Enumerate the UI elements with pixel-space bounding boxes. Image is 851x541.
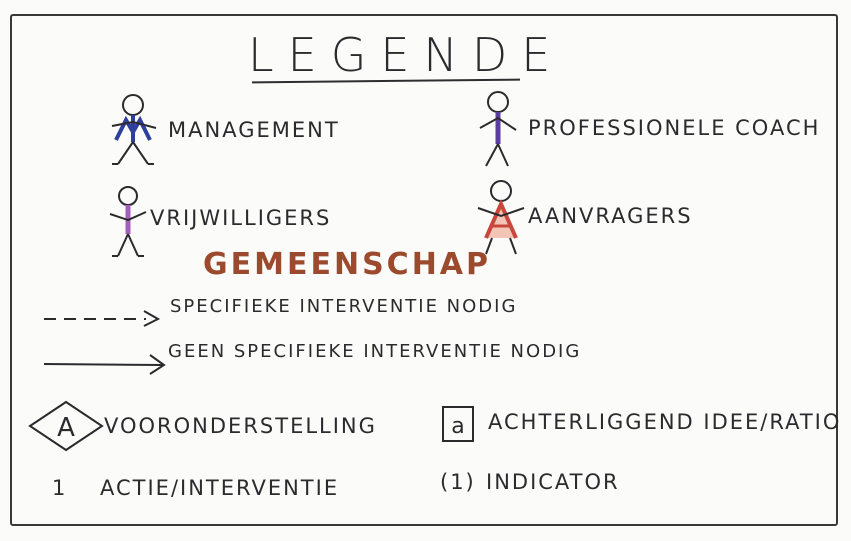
action-marker: 1 <box>52 476 68 500</box>
indicator-marker: (1) <box>440 470 476 494</box>
stick-figure-coach-icon <box>470 88 526 174</box>
actor-label-applicants: AANVRAGERS <box>528 204 693 228</box>
community-label: GEMEENSCHAP <box>203 247 491 282</box>
actor-label-management: MANAGEMENT <box>168 118 340 142</box>
stick-figure-volunteer-icon <box>104 184 154 266</box>
legend-title: LEGENDE <box>248 28 565 82</box>
arrow-label-no-specific: GEEN SPECIFIEKE INTERVENTIE NODIG <box>168 341 582 362</box>
symbol-label-indicator: INDICATOR <box>486 470 620 494</box>
dashed-arrow-icon <box>42 305 164 333</box>
stick-figure-applicant-icon <box>474 178 528 260</box>
diamond-icon: A <box>26 398 106 458</box>
stick-figure-management-icon <box>100 92 164 174</box>
legend-frame <box>10 14 838 526</box>
square-marker: a <box>451 414 464 439</box>
solid-arrow-icon <box>42 350 170 380</box>
actor-label-coach: PROFESSIONELE COACH <box>528 116 821 140</box>
actor-label-volunteers: VRIJWILLIGERS <box>150 206 332 230</box>
symbol-label-rationale: ACHTERLIGGEND IDEE/RATIO <box>488 410 842 434</box>
arrow-label-specific: SPECIFIEKE INTERVENTIE NODIG <box>170 296 518 317</box>
symbol-label-action: ACTIE/INTERVENTIE <box>100 476 340 500</box>
symbol-label-assumption: VOORONDERSTELLING <box>104 414 377 438</box>
diamond-marker: A <box>57 413 75 443</box>
square-icon: a <box>440 404 478 450</box>
